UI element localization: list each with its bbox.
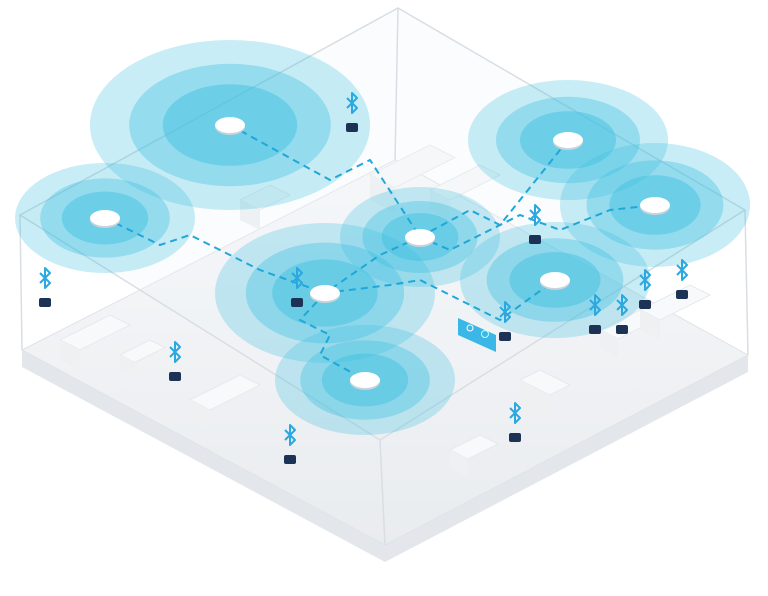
mesh-link (229, 124, 421, 238)
beacon-device-icon (529, 235, 541, 244)
bluetooth-beacon (639, 269, 651, 309)
wireless-access-point-icon (553, 132, 583, 150)
bluetooth-beacon (616, 294, 628, 334)
access-points (90, 117, 670, 390)
bluetooth-beacon (499, 301, 511, 341)
wireless-access-point-icon (540, 272, 570, 290)
bluetooth-beacon (676, 259, 688, 299)
bluetooth-beacon (39, 267, 51, 307)
wireless-access-point-icon (215, 117, 245, 135)
bluetooth-beacon (291, 267, 303, 307)
bluetooth-beacon (529, 204, 541, 244)
beacon-device-icon (639, 300, 651, 309)
mesh-link (324, 236, 421, 294)
beacon-device-icon (169, 372, 181, 381)
bluetooth-icon (39, 267, 51, 289)
bluetooth-icon (616, 294, 628, 316)
beacon-device-icon (291, 298, 303, 307)
bluetooth-beacon (284, 424, 296, 464)
bluetooth-icon (529, 204, 541, 226)
room-block (238, 184, 292, 230)
bluetooth-icon (169, 341, 181, 363)
wireless-access-point-icon (350, 372, 380, 390)
bluetooth-beacon (346, 92, 358, 132)
mesh-link (419, 204, 656, 252)
bluetooth-icon (509, 402, 521, 424)
room-block (368, 144, 457, 213)
wireless-access-point-icon (640, 197, 670, 215)
bluetooth-icon (676, 259, 688, 281)
beacon-device-icon (589, 325, 601, 334)
bluetooth-beacon (169, 341, 181, 381)
mesh-link (104, 217, 326, 294)
mesh-links (104, 124, 656, 381)
dashboard-screen-icon (458, 318, 496, 352)
wireless-access-point-icon (405, 229, 435, 247)
bluetooth-icon (639, 269, 651, 291)
room-block (638, 284, 712, 340)
room-block (58, 314, 132, 370)
bluetooth-beacon (589, 294, 601, 334)
room-block (448, 434, 500, 477)
bluetooth-icon (346, 92, 358, 114)
bluetooth-beacons (39, 92, 688, 464)
beacon-device-icon (616, 325, 628, 334)
beacon-device-icon (39, 298, 51, 307)
beacon-device-icon (676, 290, 688, 299)
room-block (118, 339, 167, 378)
mesh-link (298, 292, 366, 381)
bluetooth-icon (499, 301, 511, 323)
mesh-link (419, 139, 569, 238)
mesh-link (324, 278, 556, 322)
wireless-access-point-icon (90, 210, 120, 228)
beacon-device-icon (509, 433, 521, 442)
beacon-device-icon (499, 332, 511, 341)
beacon-device-icon (284, 455, 296, 464)
room-block (428, 164, 502, 220)
bluetooth-beacon (509, 402, 521, 442)
room-block (188, 374, 262, 430)
building-outline (18, 7, 749, 546)
wireless-access-point-icon (310, 285, 340, 303)
bluetooth-icon (284, 424, 296, 446)
bluetooth-icon (291, 267, 303, 289)
beacon-device-icon (346, 123, 358, 132)
interior-rooms (58, 144, 712, 477)
bluetooth-icon (589, 294, 601, 316)
room-block (518, 369, 572, 425)
